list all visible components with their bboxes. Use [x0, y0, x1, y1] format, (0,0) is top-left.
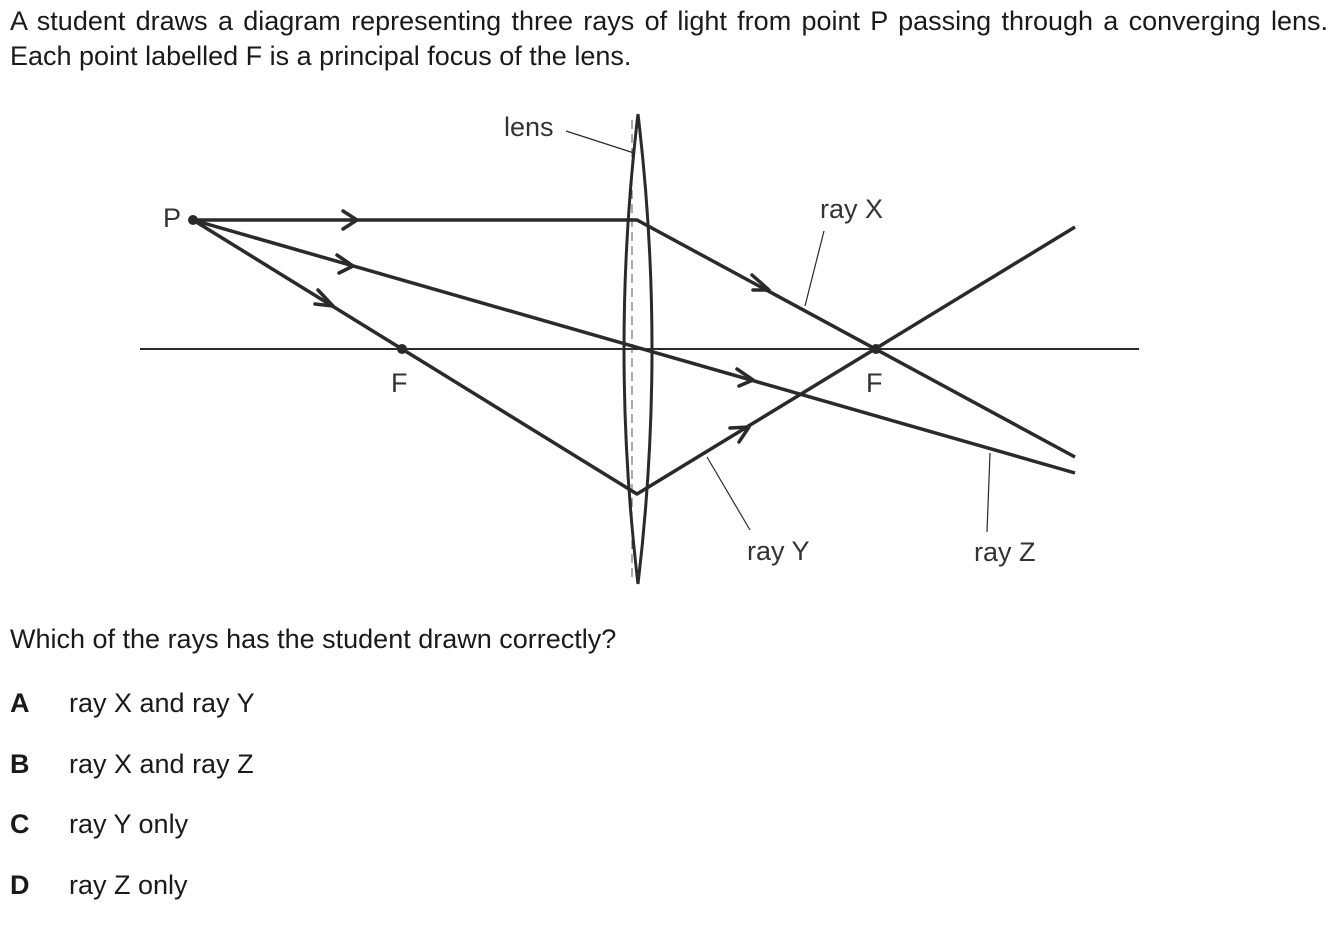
option-b-letter: B [10, 747, 69, 781]
option-d-letter: D [10, 868, 69, 902]
focus-left-label: F [391, 368, 408, 398]
focus-right-marker [871, 344, 881, 354]
option-b[interactable]: B ray X and ray Z [10, 747, 255, 808]
option-d-text: ray Z only [69, 868, 188, 902]
ray-x [193, 220, 1075, 457]
option-a[interactable]: A ray X and ray Y [10, 686, 255, 747]
focus-right-label: F [866, 368, 883, 398]
option-c-letter: C [10, 807, 69, 841]
option-d[interactable]: D ray Z only [10, 868, 255, 928]
ray-z [193, 220, 1075, 473]
ray-z-label: ray Z [974, 537, 1036, 567]
question-prompt: Which of the rays has the student drawn … [10, 622, 616, 656]
ray-z-label-leader [987, 453, 990, 532]
ray-x-label: ray X [820, 194, 883, 224]
ray-y-label: ray Y [747, 536, 810, 566]
option-a-text: ray X and ray Y [69, 686, 255, 720]
ray-y-label-leader [707, 457, 750, 530]
answer-options: A ray X and ray Y B ray X and ray Z C ra… [10, 686, 255, 928]
focus-left-marker [397, 344, 407, 354]
option-b-text: ray X and ray Z [69, 747, 254, 781]
option-c[interactable]: C ray Y only [10, 807, 255, 868]
lens-label: lens [504, 112, 554, 142]
option-c-text: ray Y only [69, 807, 188, 841]
lens-label-leader [566, 131, 634, 153]
ray-x-label-leader [805, 231, 824, 306]
point-p-marker [188, 215, 198, 225]
lens-ray-diagram: lens P F F ray X ray Y ray Z [0, 0, 1338, 600]
ray-y [193, 220, 1075, 494]
point-p-label: P [163, 203, 181, 233]
option-a-letter: A [10, 686, 69, 720]
